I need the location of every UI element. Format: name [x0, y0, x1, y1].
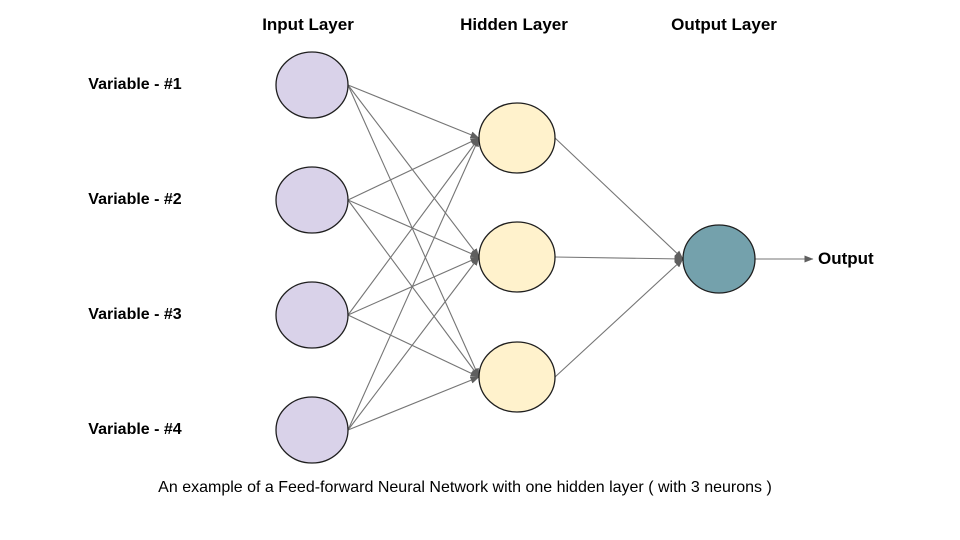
- input-node-1: [275, 51, 349, 119]
- hidden-node-2: [478, 221, 556, 293]
- input-node-3: [275, 281, 349, 349]
- edge-input3-hidden1: [347, 137, 480, 316]
- input-label-2: Variable - #2: [88, 191, 182, 208]
- edge-input4-hidden2: [347, 256, 480, 431]
- edge-input2-hidden2: [347, 199, 480, 258]
- edge-input1-hidden3: [347, 84, 480, 378]
- edge-input4-hidden3: [347, 376, 480, 431]
- edge-hidden1-output: [554, 137, 684, 260]
- header-hidden-layer: Hidden Layer: [460, 15, 568, 34]
- header-output-layer: Output Layer: [671, 15, 777, 34]
- output-label: Output: [818, 249, 874, 268]
- edge-input2-hidden1: [347, 137, 480, 201]
- edge-input1-hidden2: [347, 84, 480, 258]
- edge-hidden3-output: [554, 258, 684, 378]
- input-label-3: Variable - #3: [88, 306, 182, 323]
- header-input-layer: Input Layer: [262, 15, 354, 34]
- input-label-1: Variable - #1: [88, 76, 182, 93]
- edge-input4-hidden1: [347, 137, 480, 431]
- edge-input1-hidden1: [347, 84, 480, 139]
- hidden-node-3: [478, 341, 556, 413]
- hidden-node-1: [478, 102, 556, 174]
- edge-input2-hidden3: [347, 199, 480, 378]
- edge-hidden2-output: [554, 255, 684, 263]
- edge-input3-hidden2: [347, 256, 480, 316]
- output-node: [682, 224, 756, 294]
- input-node-4: [275, 396, 349, 464]
- input-label-4: Variable - #4: [88, 421, 182, 438]
- edge-input3-hidden3: [347, 314, 480, 378]
- input-node-2: [275, 166, 349, 234]
- caption: An example of a Feed-forward Neural Netw…: [158, 479, 772, 496]
